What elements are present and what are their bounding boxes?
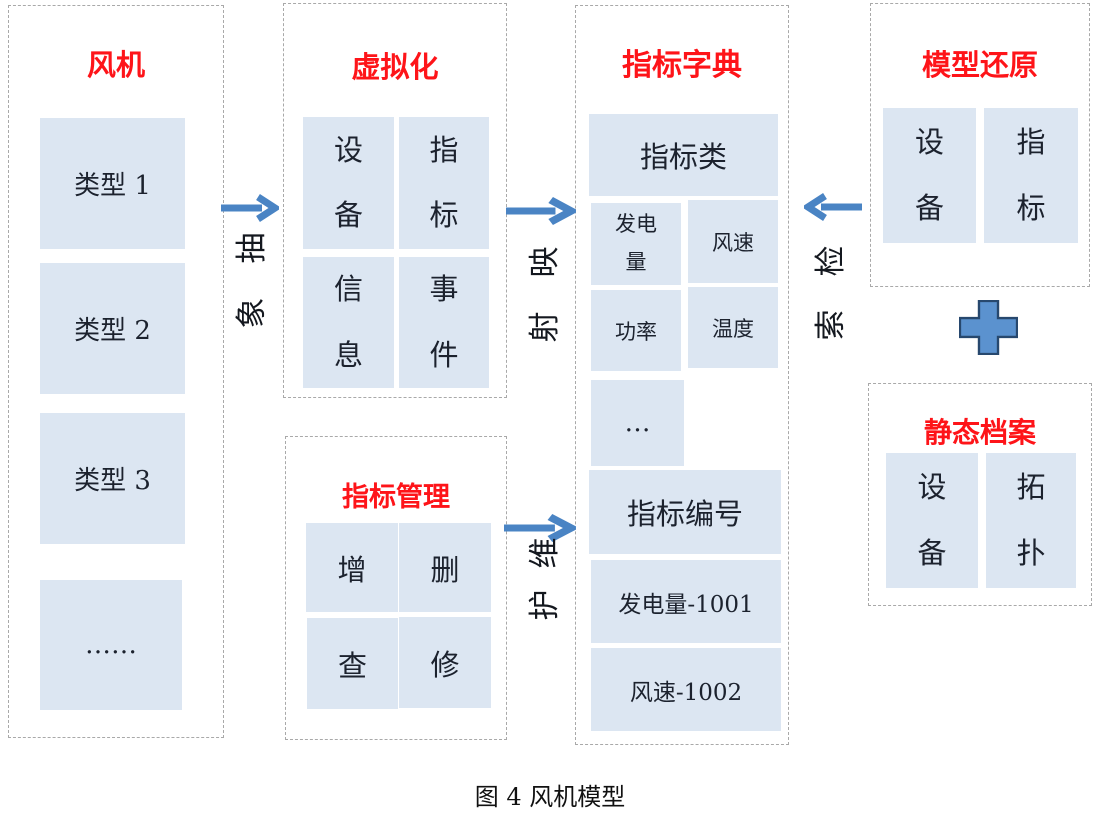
restore-device-label: 设备 [914,125,944,225]
panel-static-archive-title: 静态档案 [923,416,1036,449]
right-arrow-mapping-icon [506,197,576,225]
panel-fan-title: 风机 [86,48,145,82]
left-arrow-retrieve-icon [804,193,862,221]
plus-icon [958,299,1019,356]
panel-virtualization: 虚拟化 设备 指标 信息 事件 [283,3,507,398]
mgmt-modify-box: 修 [399,617,491,708]
mgmt-add-label: 增 [337,552,367,587]
dict-metric-generation-label: 发电量 [615,212,657,274]
fan-type2-label: 类型 2 [74,316,151,346]
vertical-label-retrieve: 检 索 [812,242,850,344]
maintain-char-2: 护 [527,589,563,621]
right-arrow-maintain-icon [504,514,576,542]
mgmt-query-box: 查 [307,618,398,709]
virt-device-label: 设备 [333,132,363,232]
dict-metric-temperature-box: 温度 [688,287,778,368]
panel-indicator-dictionary-title: 指标字典 [622,48,742,83]
mgmt-modify-label: 修 [430,647,460,682]
virt-event-label: 事件 [429,272,459,372]
fan-type3-label: 类型 3 [74,466,151,496]
dict-class-header-label: 指标类 [639,140,727,174]
archive-topology-box: 拓扑 [986,453,1076,588]
panel-fan: 风机 类型 1 类型 2 类型 3 …… [8,5,224,738]
dict-number-header-box: 指标编号 [589,470,781,554]
mapping-char-1: 映 [527,246,563,278]
panel-virtualization-title: 虚拟化 [351,50,439,84]
virt-info-box: 信息 [303,257,394,388]
fan-more-box: …… [40,580,182,710]
virt-event-box: 事件 [399,257,489,388]
dict-number2-box: 风速-1002 [591,648,781,731]
figure-caption: 图 4 风机模型 [474,783,626,811]
fan-type1-box: 类型 1 [40,118,185,249]
virt-indicator-label: 指标 [429,132,459,232]
restore-indicator-label: 指标 [1016,125,1046,225]
panel-model-restore-title: 模型还原 [921,48,1038,82]
dict-ellipsis-box: … [591,380,684,466]
maintain-char-1: 维 [527,537,563,569]
fan-more-label: …… [85,630,137,660]
panel-indicator-dictionary: 指标字典 指标类 发电量 风速 功率 温度 … 指标编号 发电量-1001 风速… [575,5,789,745]
virt-indicator-box: 指标 [399,117,489,249]
restore-device-box: 设备 [883,108,976,243]
retrieve-char-2: 索 [813,309,849,341]
fan-type3-box: 类型 3 [40,413,185,544]
archive-topology-label: 拓扑 [1016,470,1046,570]
fan-type1-label: 类型 1 [74,171,151,201]
dict-metric-windspeed-label: 风速 [712,230,754,255]
panel-indicator-management-title: 指标管理 [342,482,450,513]
dict-number1-box: 发电量-1001 [591,560,781,643]
mapping-char-2: 射 [527,311,563,343]
vertical-label-abstract: 抽 象 [233,229,271,332]
virt-device-box: 设备 [303,117,394,249]
vertical-label-maintain: 维 护 [526,534,564,624]
mgmt-delete-label: 删 [430,552,460,587]
dict-metric-power-box: 功率 [591,290,681,371]
panel-model-restore: 模型还原 设备 指标 [870,3,1090,287]
dict-metric-windspeed-box: 风速 [688,200,778,283]
mgmt-add-box: 增 [306,523,398,612]
virt-info-label: 信息 [333,272,363,372]
dict-metric-power-label: 功率 [615,319,657,344]
archive-device-label: 设备 [917,470,947,570]
archive-device-box: 设备 [886,453,978,588]
dict-metric-temperature-label: 温度 [712,316,754,341]
mgmt-query-label: 查 [337,648,367,683]
vertical-label-mapping: 映 射 [526,243,564,346]
dict-number1-label: 发电量-1001 [618,591,754,618]
restore-indicator-box: 指标 [984,108,1078,243]
panel-indicator-management: 指标管理 增 删 查 修 [285,436,507,740]
dict-class-header-box: 指标类 [589,114,778,196]
abstract-char-1: 抽 [234,232,270,264]
dict-metric-generation-box: 发电量 [591,203,681,285]
right-arrow-abstract-icon [221,194,279,222]
retrieve-char-1: 检 [813,245,849,277]
dict-number2-label: 风速-1002 [629,679,743,706]
dict-number-header-label: 指标编号 [626,497,743,531]
fan-type2-box: 类型 2 [40,263,185,394]
dict-ellipsis-label: … [624,408,651,438]
abstract-char-2: 象 [234,297,270,329]
mgmt-delete-box: 删 [399,523,491,612]
panel-static-archive: 静态档案 设备 拓扑 [868,383,1092,606]
